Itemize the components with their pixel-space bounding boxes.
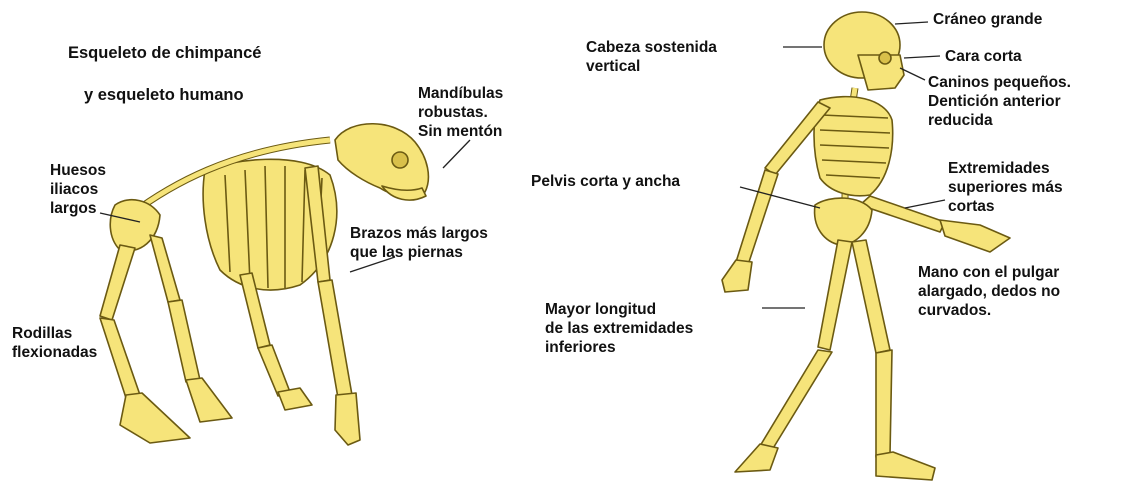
label-small-canines: Caninos pequeños. Dentición anterior red… — [928, 73, 1071, 130]
label-bent-knees: Rodillas flexionadas — [12, 324, 97, 362]
leader-skull — [895, 22, 928, 24]
leader-pelvis — [740, 187, 820, 208]
label-vertical-head: Cabeza sostenida vertical — [586, 38, 717, 76]
chimp-arm-lower — [318, 280, 352, 398]
human-tibia — [760, 350, 832, 450]
chimp-femur — [100, 245, 135, 320]
chimp-skull — [335, 124, 428, 196]
human-arm-lower — [736, 170, 778, 265]
label-short-face: Cara corta — [945, 47, 1022, 66]
chimp-foot — [120, 393, 190, 443]
chimpanzee-skeleton — [100, 124, 428, 445]
label-thumb-hand: Mano con el pulgar alargado, dedos no cu… — [918, 263, 1060, 320]
label-long-arms: Brazos más largos que las piernas — [350, 224, 488, 262]
label-iliac-bones: Huesos iliacos largos — [50, 161, 106, 218]
human-hand-left — [722, 260, 752, 292]
label-short-upper-limbs: Extremidades superiores más cortas — [948, 159, 1063, 216]
label-mandibles: Mandíbulas robustas. Sin mentón — [418, 84, 503, 141]
leader-face — [904, 56, 940, 58]
chimp-hand — [335, 393, 360, 445]
human-pelvis — [815, 198, 872, 245]
label-long-lower-limbs: Mayor longitud de las extremidades infer… — [545, 300, 693, 357]
label-large-skull: Cráneo grande — [933, 10, 1042, 29]
label-short-pelvis: Pelvis corta y ancha — [531, 172, 680, 191]
human-foot-back — [735, 444, 778, 472]
human-femur — [818, 240, 852, 350]
human-foot-front — [876, 452, 935, 480]
leader-upper-limbs — [905, 200, 945, 208]
human-arm-forward — [860, 196, 945, 232]
human-hand-right — [940, 220, 1010, 252]
leader-mandibles — [443, 140, 470, 168]
chimp-tibia — [100, 318, 140, 398]
